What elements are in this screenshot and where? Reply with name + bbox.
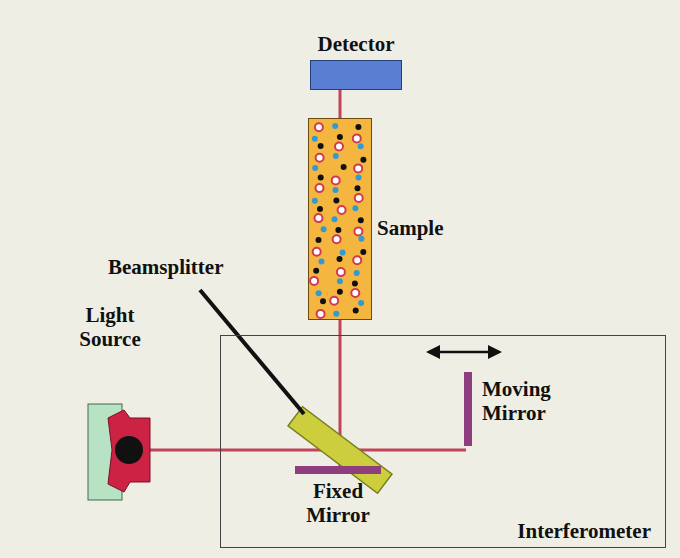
- leader-line: [200, 290, 304, 414]
- node-label: Interferometer: [517, 520, 651, 544]
- part-label: Moving Mirror: [482, 378, 582, 425]
- motion-arrow: [426, 345, 502, 359]
- particles: [309, 119, 371, 319]
- part-label: Fixed Mirror: [300, 480, 376, 527]
- node-label: Sample: [377, 217, 444, 241]
- light-source-icon: [88, 404, 150, 500]
- part-label: Beamsplitter: [108, 256, 258, 280]
- part-label: Light Source: [60, 304, 160, 351]
- light-beam: [340, 90, 341, 118]
- moving-mirror: [464, 372, 472, 446]
- fixed-mirror: [295, 466, 381, 474]
- sample-cell: Sample: [308, 118, 372, 320]
- interferometer-box: Interferometer: [220, 335, 666, 548]
- light-beam: [150, 449, 466, 452]
- node-label: Detector: [318, 33, 395, 57]
- light-beam: [340, 320, 341, 335]
- detector-box: Detector: [310, 60, 402, 90]
